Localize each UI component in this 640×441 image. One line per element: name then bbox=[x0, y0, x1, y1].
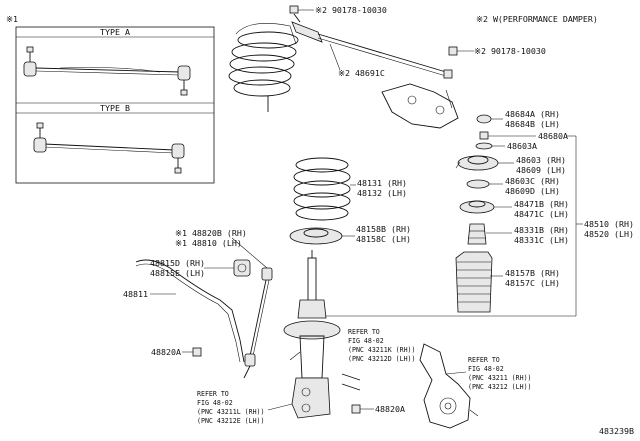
performance-damper[interactable] bbox=[291, 13, 453, 79]
callout-48815d: 48815D (RH) bbox=[150, 258, 205, 268]
svg-text:(PNC 43212D (LH)): (PNC 43212D (LH)) bbox=[348, 355, 416, 363]
refer-block-bottom[interactable]: REFER TO FIG 48-02 (PNC 43211L (RH)) (PN… bbox=[197, 390, 265, 425]
note2-text: ※2 W(PERFORMANCE DAMPER) bbox=[476, 14, 598, 24]
nut-90178-right[interactable] bbox=[448, 46, 474, 56]
callout-48810: ※1 48810 (LH) bbox=[175, 238, 242, 248]
svg-text:FIG 48-02: FIG 48-02 bbox=[348, 337, 384, 345]
callout-90178-top: ※2 90178-10030 bbox=[315, 5, 387, 15]
callout-48680a: 48680A bbox=[538, 131, 568, 141]
assembly-bracket-48510 bbox=[318, 135, 583, 317]
bumper-48331b[interactable] bbox=[467, 223, 512, 245]
nut-48680a[interactable] bbox=[479, 131, 536, 140]
washer-48603a[interactable] bbox=[475, 142, 505, 150]
callout-48691c: ※2 48691C bbox=[338, 68, 385, 78]
svg-text:FIG 48-02: FIG 48-02 bbox=[197, 399, 233, 407]
stabilizer-link-type-a[interactable] bbox=[23, 46, 191, 96]
nut-90178-top[interactable] bbox=[289, 5, 314, 14]
svg-text:REFER TO: REFER TO bbox=[197, 390, 229, 398]
callout-48157c: 48157C (LH) bbox=[505, 278, 560, 288]
callout-48684a: 48684A (RH) bbox=[505, 109, 560, 119]
nut-48820a-right[interactable] bbox=[351, 404, 374, 414]
callout-90178-right: ※2 90178-10030 bbox=[474, 46, 546, 56]
steering-knuckle bbox=[419, 343, 479, 429]
callout-48157b: 48157B (RH) bbox=[505, 268, 560, 278]
callout-48471c: 48471C (LH) bbox=[514, 209, 569, 219]
type-b-label: TYPE B bbox=[100, 103, 130, 113]
callout-48471b: 48471B (RH) bbox=[514, 199, 569, 209]
type-a-label: TYPE A bbox=[100, 27, 130, 37]
refer-block-center[interactable]: REFER TO FIG 48-02 (PNC 43211K (RH)) (PN… bbox=[348, 328, 416, 363]
stabilizer-link-type-b[interactable] bbox=[33, 122, 185, 174]
svg-text:FIG 48-02: FIG 48-02 bbox=[468, 365, 504, 373]
callout-48603c: 48603C (RH) bbox=[505, 176, 560, 186]
svg-text:(PNC 43211 (RH)): (PNC 43211 (RH)) bbox=[468, 374, 532, 382]
callout-48609d: 48609D (LH) bbox=[505, 186, 560, 196]
svg-text:(PNC 43212 (LH)): (PNC 43212 (LH)) bbox=[468, 383, 532, 391]
callout-48603: 48603 (RH) bbox=[516, 155, 566, 165]
svg-text:(PNC 43211L (RH)): (PNC 43211L (RH)) bbox=[197, 408, 265, 416]
boot-48157b[interactable] bbox=[455, 251, 503, 313]
coil-spring-48131[interactable] bbox=[293, 157, 356, 221]
callout-48158b: 48158B (RH) bbox=[356, 224, 411, 234]
callout-48331b: 48331B (RH) bbox=[514, 225, 569, 235]
callout-48132: 48132 (LH) bbox=[357, 188, 407, 198]
svg-text:(PNC 43212E (LH)): (PNC 43212E (LH)) bbox=[197, 417, 265, 425]
callout-48510: 48510 (RH) bbox=[584, 219, 634, 229]
svg-text:(PNC 43211K (RH)): (PNC 43211K (RH)) bbox=[348, 346, 416, 354]
callout-48520: 48520 (LH) bbox=[584, 229, 634, 239]
type-inset-box: TYPE A TYPE B bbox=[15, 26, 215, 184]
support-48603[interactable] bbox=[455, 155, 514, 171]
cap-48684[interactable] bbox=[476, 114, 503, 124]
callout-48684b: 48684B (LH) bbox=[505, 119, 560, 129]
stabilizer-bar-48811[interactable] bbox=[135, 259, 245, 363]
bolt-upper bbox=[341, 373, 361, 391]
svg-text:REFER TO: REFER TO bbox=[468, 356, 500, 364]
spring-insulator-48158b[interactable] bbox=[289, 227, 355, 245]
damper-body-bracket bbox=[381, 83, 459, 129]
note1-marker: ※1 bbox=[6, 14, 18, 24]
refer-block-right[interactable]: REFER TO FIG 48-02 (PNC 43211 (RH)) (PNC… bbox=[468, 356, 532, 391]
callout-48820a-left: 48820A bbox=[151, 347, 181, 357]
callout-48158c: 48158C (LH) bbox=[356, 234, 411, 244]
svg-text:REFER TO: REFER TO bbox=[348, 328, 380, 336]
callout-48820a-right: 48820A bbox=[375, 404, 405, 414]
shock-absorber-strut[interactable] bbox=[283, 250, 341, 419]
bushing-48815d[interactable] bbox=[233, 259, 251, 277]
seat-48471b[interactable] bbox=[459, 200, 512, 214]
stabilizer-link-48820b[interactable] bbox=[243, 267, 273, 379]
figure-id: 483239B bbox=[599, 426, 634, 436]
insulator-48603c[interactable] bbox=[466, 179, 503, 189]
callout-48603a: 48603A bbox=[507, 141, 537, 151]
callout-48815e: 48815E (LH) bbox=[150, 268, 205, 278]
callout-48131: 48131 (RH) bbox=[357, 178, 407, 188]
body-coil-spring bbox=[228, 23, 299, 112]
callout-48811: 48811 bbox=[123, 289, 148, 299]
nut-48820a-left[interactable] bbox=[182, 347, 202, 357]
callout-48820b: ※1 48820B (RH) bbox=[175, 228, 247, 238]
callout-48609: 48609 (LH) bbox=[516, 165, 566, 175]
callout-48331c: 48331C (LH) bbox=[514, 235, 569, 245]
